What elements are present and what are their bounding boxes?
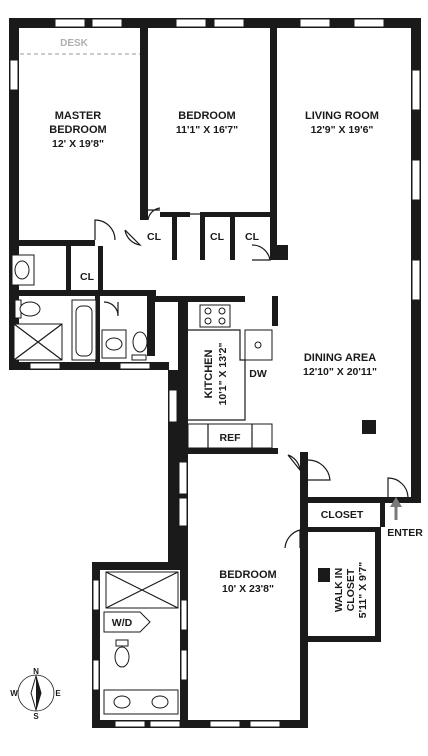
bedroom-top-dim: 11'1" X 16'7" <box>176 124 238 136</box>
refrigerator-label: REF <box>220 432 242 444</box>
closet-label-2: CL <box>210 231 225 243</box>
compass-w: W <box>10 689 18 698</box>
bedroom-bottom-name: BEDROOM <box>219 569 276 581</box>
enter-label: ENTER <box>387 527 423 539</box>
living-room-name: LIVING ROOM <box>305 110 379 122</box>
windows <box>9 18 421 728</box>
walk-in-closet-name-1: WALK IN <box>333 568 345 612</box>
closet-label-main: CLOSET <box>321 509 364 521</box>
compass-e: E <box>55 689 61 698</box>
doors <box>94 207 409 549</box>
living-room-dim: 12'9" X 19'6" <box>311 124 374 136</box>
walk-in-closet-name-2: CLOSET <box>345 568 357 611</box>
compass-icon <box>17 674 55 712</box>
dishwasher-label: DW <box>249 368 267 380</box>
fixtures <box>11 53 273 715</box>
closet-label-1: CL <box>147 231 162 243</box>
kitchen-name: KITCHEN <box>203 350 215 399</box>
walk-in-closet-dim: 5'11" X 9'7" <box>357 562 369 618</box>
desk-label: DESK <box>60 38 89 49</box>
master-bedroom-name-1: MASTER <box>55 110 102 122</box>
kitchen-dim: 10'1" X 13'2" <box>217 343 229 406</box>
washer-dryer-label: W/D <box>112 617 133 629</box>
enter-arrow-icon <box>390 497 402 520</box>
master-bedroom-name-2: BEDROOM <box>49 124 106 136</box>
compass-s: S <box>33 712 39 721</box>
compass-n: N <box>33 667 39 676</box>
closet-label-4: CL <box>80 271 95 283</box>
bedroom-bottom-dim: 10' X 23'8" <box>222 583 274 595</box>
bedroom-top-name: BEDROOM <box>178 110 235 122</box>
master-bedroom-dim: 12' X 19'8" <box>52 138 104 150</box>
closet-label-3: CL <box>245 231 260 243</box>
dining-area-name: DINING AREA <box>304 352 376 364</box>
labels: DESK MASTER BEDROOM 12' X 19'8" BEDROOM … <box>10 38 423 721</box>
dining-area-dim: 12'10" X 20'11" <box>303 366 377 378</box>
